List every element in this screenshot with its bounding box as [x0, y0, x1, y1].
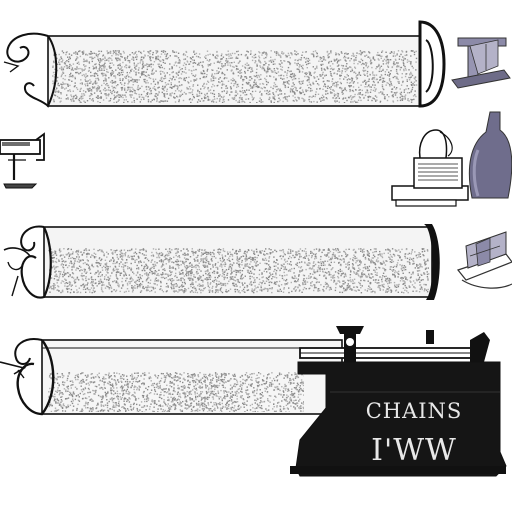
roller-3-texture [48, 372, 304, 412]
i-beam-bracket-icon [451, 37, 511, 89]
angle-iron-icon [456, 231, 512, 289]
roller-3 [0, 338, 343, 416]
roller-1 [3, 20, 446, 108]
machine-vent [418, 163, 458, 181]
sign-line-1: CHAINS [366, 399, 463, 423]
bench-vise-icon [0, 132, 45, 189]
press-machine-icon [290, 326, 507, 477]
roller-2 [3, 224, 440, 300]
jar-and-machine-icon [391, 111, 512, 207]
roller-1-texture [52, 50, 418, 103]
sign-panel: CHAINS I'WW [366, 399, 463, 468]
sign-line-2: I'WW [371, 433, 457, 468]
roller-2-texture [48, 248, 430, 294]
